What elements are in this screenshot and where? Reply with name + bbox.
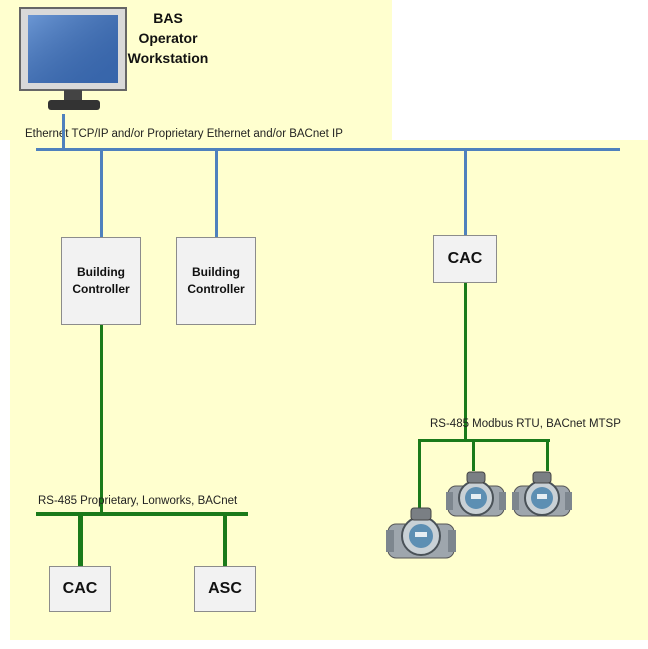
bc1-drop-line — [100, 150, 103, 238]
workstation-title-line3: Workstation — [127, 50, 209, 66]
building-controller-2: Building Controller — [176, 237, 256, 325]
background-main — [10, 140, 648, 640]
bc2-drop-line — [215, 150, 218, 238]
building-controller-1-line2: Controller — [72, 282, 130, 296]
rs485-right-label: RS-485 Modbus RTU, BACnet MTSP — [430, 418, 621, 430]
cac-lower-box: CAC — [49, 566, 111, 612]
workstation-title-line2: Operator — [138, 30, 198, 46]
flow-meter-icon-3 — [512, 470, 572, 528]
cac-upper-rs485-line — [464, 283, 467, 440]
cac-lower-drop-line — [78, 514, 83, 568]
monitor-icon — [18, 6, 130, 116]
asc-drop-line — [223, 514, 227, 568]
building-controller-1: Building Controller — [61, 237, 141, 325]
cac-upper-drop-line — [464, 150, 467, 235]
workstation-title-line1: BAS — [153, 10, 183, 26]
meter-3-drop-line — [546, 439, 549, 471]
flow-meter-icon-1 — [386, 506, 456, 570]
building-controller-1-line1: Building — [77, 265, 125, 279]
rs485-left-bus-line — [36, 512, 248, 516]
ethernet-bus-label: Ethernet TCP/IP and/or Proprietary Ether… — [25, 128, 343, 140]
meter-2-drop-line — [472, 439, 475, 471]
asc-box: ASC — [194, 566, 256, 612]
cac-upper-box: CAC — [433, 235, 497, 283]
ethernet-bus-line — [36, 148, 620, 151]
bc1-rs485-line — [100, 325, 103, 515]
building-controller-2-line1: Building — [192, 265, 240, 279]
flow-meter-icon-2 — [446, 470, 506, 528]
workstation-drop-line — [62, 114, 65, 150]
workstation-title: BAS Operator Workstation — [116, 8, 220, 68]
meter-1-drop-line — [418, 439, 421, 511]
rs485-right-bus-line — [418, 439, 550, 442]
building-controller-2-line2: Controller — [187, 282, 245, 296]
rs485-left-label: RS-485 Proprietary, Lonworks, BACnet — [38, 495, 238, 507]
